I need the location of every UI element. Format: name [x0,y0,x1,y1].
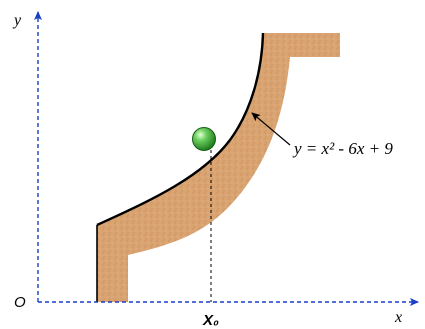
ball [192,127,216,151]
track-body [97,33,340,302]
x0-label: X₀ [202,312,219,329]
equation-pointer-arrow [251,112,291,146]
y-axis-label: y [12,12,22,29]
equation-label: y = x² - 6x + 9 [292,139,393,158]
origin-label: O [14,294,26,311]
x-axis-label: x [394,309,402,326]
track-curve [96,32,265,227]
